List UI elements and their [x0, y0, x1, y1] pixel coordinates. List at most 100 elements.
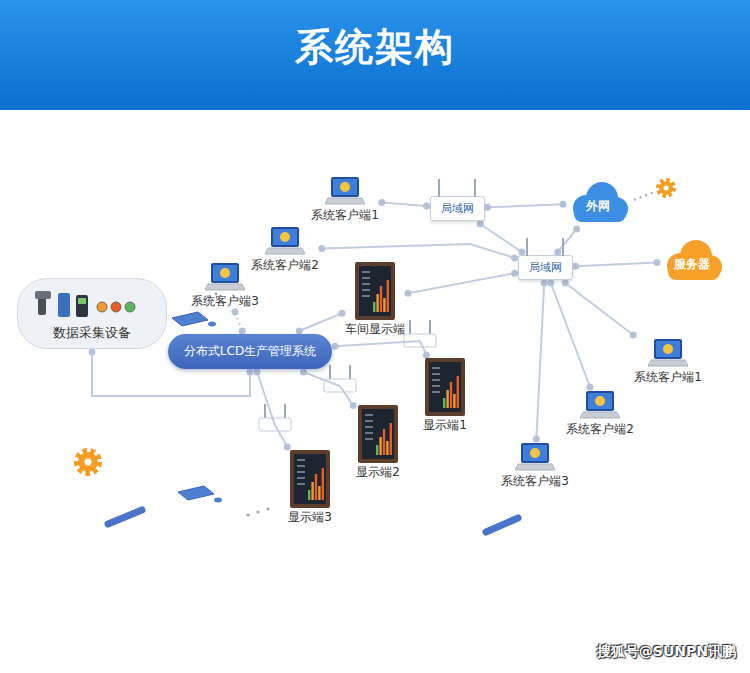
laptop-icon [265, 226, 305, 256]
link-dot [89, 349, 96, 356]
link-path [551, 283, 590, 387]
dots [199, 293, 270, 517]
network-link [300, 369, 357, 410]
node-label: 显示端3 [288, 510, 332, 525]
link-dot [253, 369, 260, 376]
keyboard-icon [172, 312, 216, 327]
client-laptop: 系统客户端2 [566, 390, 634, 437]
network-link [296, 310, 346, 335]
link-path [299, 313, 342, 331]
link-dot [318, 245, 325, 252]
header-band [0, 0, 750, 110]
gear-icon [78, 452, 98, 472]
network-link [554, 226, 580, 256]
network-link [332, 341, 430, 359]
network-link [547, 280, 593, 391]
link-path [382, 202, 427, 206]
node-label: 车间显示端 [345, 322, 405, 337]
link-dot [332, 343, 339, 350]
network-link [484, 201, 567, 211]
node-label: 数据采集设备 [53, 325, 131, 340]
node-label: 系统客户端2 [251, 258, 319, 273]
link-dot [477, 221, 484, 228]
network-cloud: 外网 [566, 180, 630, 226]
client-laptop: 系统客户端1 [311, 176, 379, 223]
title: 系统架构 [0, 22, 750, 72]
link-path [335, 341, 426, 355]
laptop-icon [205, 262, 245, 292]
link-dot [560, 201, 567, 208]
link-dot [300, 369, 307, 376]
link-path [480, 224, 522, 252]
laptop-icon [648, 338, 688, 368]
link-dot [587, 384, 594, 391]
link-dot [630, 332, 637, 339]
device-panel: 数据采集设备 [17, 278, 167, 349]
system-pill: 分布式LCD生产管理系统 [168, 334, 332, 369]
node-label: 系统客户端3 [191, 294, 259, 309]
link-dot [541, 280, 548, 287]
pad-bar [108, 510, 142, 524]
network-link [232, 309, 246, 335]
client-laptop: 系统客户端3 [501, 442, 569, 489]
lan-router: 局域网 [430, 196, 485, 221]
network-link [318, 244, 518, 261]
small-router [324, 365, 356, 392]
node-label: 局域网 [529, 260, 562, 275]
display-screen: 显示端2 [356, 405, 400, 480]
link-dot [533, 436, 540, 443]
router-antenna [515, 238, 575, 256]
network-link [533, 280, 548, 443]
link-dot [562, 280, 569, 287]
gear-icon [659, 181, 673, 195]
laptop-icon [325, 176, 365, 206]
network-link [405, 270, 519, 297]
link-dot [339, 310, 346, 317]
link-dot [511, 254, 518, 261]
dotted-link [634, 192, 654, 200]
link-dot [511, 270, 518, 277]
link-path [303, 372, 353, 406]
link-dot [232, 309, 239, 316]
link-dot [547, 280, 554, 287]
node-label: 分布式LCD生产管理系统 [184, 344, 316, 359]
network-link [253, 369, 290, 451]
display-icon [355, 262, 395, 320]
node-label: 系统客户端3 [501, 474, 569, 489]
link-dot [572, 263, 579, 270]
display-icon [425, 358, 465, 416]
link-dot [484, 204, 491, 211]
node-label: 外网 [586, 199, 610, 214]
router-antenna [427, 179, 487, 197]
link-dot [284, 444, 291, 451]
display-icon [358, 405, 398, 463]
display-screen: 显示端3 [288, 450, 332, 525]
display-icon [290, 450, 330, 508]
display-screen: 车间显示端 [345, 262, 405, 337]
link-path [488, 204, 564, 207]
laptop-icon [580, 390, 620, 420]
link-path [558, 229, 577, 252]
device-icons [32, 287, 152, 321]
link-path [576, 263, 658, 267]
node-label: 显示端1 [423, 418, 467, 433]
pad-bar [486, 518, 518, 532]
link-path [257, 372, 287, 447]
link-dot [573, 226, 580, 233]
keyboard-icon [178, 486, 222, 503]
link-dot [423, 203, 430, 210]
client-laptop: 系统客户端3 [191, 262, 259, 309]
link-dot [405, 290, 412, 297]
link-dot [654, 259, 661, 266]
node-label: 显示端2 [356, 465, 400, 480]
node-label: 系统客户端2 [566, 422, 634, 437]
node-label: 服务器 [674, 257, 710, 272]
client-laptop: 系统客户端2 [251, 226, 319, 273]
node-label: 系统客户端1 [311, 208, 379, 223]
lan-router: 局域网 [518, 255, 573, 280]
node-label: 系统客户端1 [634, 370, 702, 385]
network-cloud: 服务器 [660, 238, 724, 284]
network-link [562, 280, 637, 339]
display-screen: 显示端1 [423, 358, 467, 433]
